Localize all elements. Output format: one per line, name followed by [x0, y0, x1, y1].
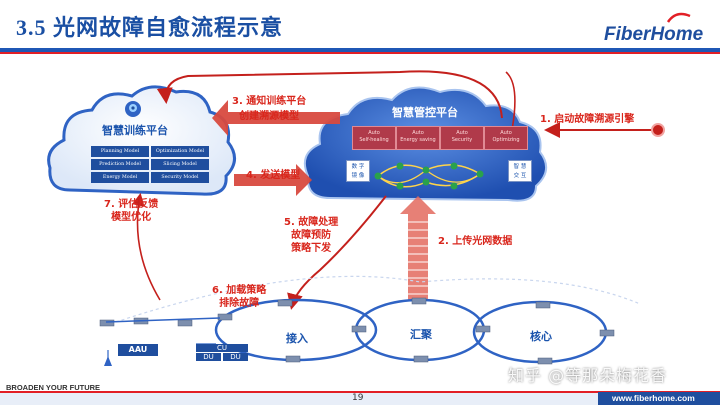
footer-url-bg — [598, 392, 720, 405]
watermark: 知乎 @等那朵梅花香 — [508, 366, 668, 385]
auto-sub: Optimizing — [492, 136, 520, 143]
aau-box: AAU — [118, 344, 158, 356]
arrow-step7 — [131, 192, 161, 301]
control-ring — [374, 162, 484, 190]
model-planning: Planning Model — [91, 146, 149, 157]
model-energy: Energy Model — [91, 172, 149, 183]
step5-line3: 策略下发 — [291, 243, 332, 254]
du-box-2: DU — [223, 353, 248, 361]
step1-label: 1. 启动故障溯源引擎 — [540, 114, 635, 125]
step4-label: 4. 发送模型 — [246, 170, 301, 181]
box-line2: 镜 像 — [351, 173, 365, 179]
step3-line2: 创建溯源模型 — [239, 111, 300, 122]
fiberhome-logo-mark-icon — [666, 12, 691, 23]
step7-label: 7. 评估反馈 模型优化 — [104, 198, 158, 224]
auto-sub: Self-healing — [359, 136, 389, 143]
digital-mirror-box: 数 字 镜 像 — [346, 160, 370, 182]
arrow-step5 — [287, 195, 387, 310]
auto-label: Auto — [500, 130, 512, 136]
cu-box: CU — [196, 344, 248, 352]
step6-line1: 6. 加载策略 — [212, 285, 267, 296]
page-number: 19 — [352, 393, 364, 403]
step3-line1: 3. 通知训练平台 — [232, 96, 307, 107]
step5-line1: 5. 故障处理 — [284, 217, 339, 228]
auto-sub: Energy saving — [400, 136, 436, 143]
auto-label: Auto — [412, 130, 424, 136]
arrow-step1 — [544, 122, 665, 138]
du-box-1: DU — [196, 353, 221, 361]
model-slicing: Slicing Model — [151, 159, 209, 170]
box-line1: 智 慧 — [513, 164, 527, 170]
training-brain-icon — [125, 101, 141, 117]
auto-energy-saving: Auto Energy saving — [396, 126, 440, 150]
auto-self-healing: Auto Self-healing — [352, 126, 396, 150]
step6-line2: 排除故障 — [219, 298, 260, 309]
arrow-step4 — [234, 164, 312, 196]
footer-bar — [0, 391, 720, 405]
step2-label: 2. 上传光网数据 — [438, 236, 513, 247]
auto-security: Auto Security — [440, 126, 484, 150]
box-line2: 交 互 — [513, 173, 527, 179]
step7-line1: 7. 评估反馈 — [104, 199, 159, 210]
ring-access-label: 接入 — [286, 332, 308, 345]
arrow-step3 — [156, 70, 503, 136]
step7-line2: 模型优化 — [111, 212, 152, 223]
footer-divider — [0, 391, 720, 393]
ring-aggregation-label: 汇聚 — [410, 328, 432, 341]
step6-label: 6. 加载策略 排除故障 — [212, 284, 266, 310]
auto-sub: Security — [451, 136, 473, 143]
arrow-step2 — [400, 196, 436, 300]
auto-optimizing: Auto Optimizing — [484, 126, 528, 150]
footer-slogan: BROADEN YOUR FUTURE — [6, 383, 101, 392]
footer-url[interactable]: www.fiberhome.com — [612, 393, 695, 403]
control-platform-title: 智慧管控平台 — [392, 106, 458, 119]
step5-line2: 故障预防 — [291, 230, 332, 241]
header-divider-red — [0, 52, 720, 54]
step5-label: 5. 故障处理 故障预防 策略下发 — [284, 216, 338, 255]
network-rings — [99, 275, 641, 366]
model-security: Security Model — [151, 172, 209, 183]
box-line1: 数 字 — [351, 164, 365, 170]
model-optimization: Optimization Model — [151, 146, 209, 157]
auto-label: Auto — [368, 130, 380, 136]
training-platform-title: 智慧训练平台 — [102, 124, 168, 137]
model-prediction: Prediction Model — [91, 159, 149, 170]
arrow-loop — [505, 71, 516, 131]
page-title: 3.5 光网故障自愈流程示意 — [16, 15, 284, 40]
fiberhome-logo: FiberHome — [604, 24, 704, 45]
auto-label: Auto — [456, 130, 468, 136]
header-divider — [0, 48, 720, 52]
ring-core-label: 核心 — [530, 330, 552, 343]
smart-interaction-box: 智 慧 交 互 — [508, 160, 532, 182]
step3-label: 3. 通知训练平台 创建溯源模型 — [232, 92, 306, 122]
